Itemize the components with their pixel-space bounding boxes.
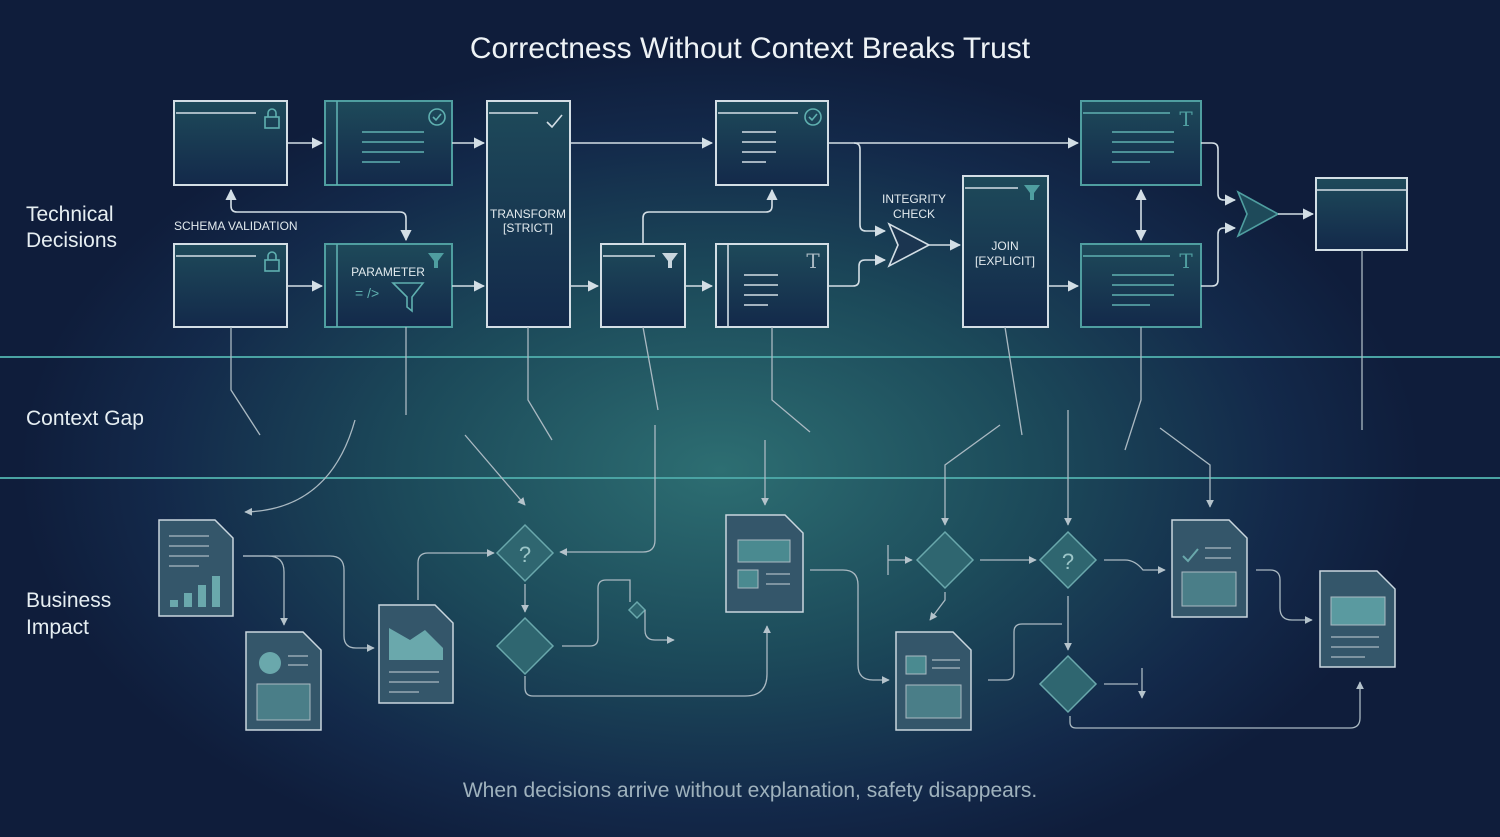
filter-icon [662,253,678,268]
node-text-k: T [1080,100,1202,186]
text-type-icon: T [1179,249,1193,273]
business-connectors [243,545,1364,729]
node-join: JOIN [EXPLICIT] [962,175,1049,328]
connectors [225,137,1363,556]
decision-diamond [915,530,975,590]
parameter-label: PARAMETER [351,265,425,279]
check-circle-icon [804,108,822,126]
report-bar-chart [158,519,234,617]
report-final [1319,570,1396,668]
lane-label-technical: Decisions [26,229,117,252]
node-locked-a [173,100,288,186]
filter-icon [1024,185,1040,200]
decision-diamond: ? [1038,530,1098,590]
decision-diamond [495,616,555,676]
node-output [1315,177,1408,251]
transform-label: [STRICT] [503,221,553,235]
text-type-icon: T [806,249,820,273]
report-layout [725,514,804,613]
report-area-chart [378,604,454,704]
lane-label-business: Impact [26,616,89,639]
schema-validation-label: SCHEMA VALIDATION [174,219,298,233]
check-icon [546,114,563,129]
check-circle-icon [428,108,446,126]
svg-text:?: ? [1062,549,1074,574]
decision-diamond: ? [495,523,555,583]
node-validated-d [715,100,829,186]
lane-label-gap: Context Gap [26,407,144,430]
svg-text:CHECK: CHECK [893,207,935,221]
node-text-h: T [715,243,829,328]
node-validated-b [324,100,453,186]
footer-caption: When decisions arrive without explanatio… [463,779,1037,802]
report-table [895,631,972,731]
funnel-icon [391,282,425,313]
report-checked [1171,519,1248,618]
filter-icon [428,253,444,268]
node-transform: TRANSFORM [STRICT] [486,100,571,328]
node-text-l: T [1080,243,1202,328]
decision-diamond [627,600,647,620]
svg-text:INTEGRITY: INTEGRITY [882,192,946,206]
diagram-title: Correctness Without Context Breaks Trust [470,32,1031,65]
lock-icon [264,251,280,272]
lane-label-business: Business [26,589,111,612]
transform-label: TRANSFORM [490,207,566,221]
text-type-icon: T [1179,107,1193,131]
node-parameter: PARAMETER = /> [324,243,453,328]
node-locked-e [173,243,288,328]
lane-label-technical: Technical [26,203,114,226]
gate-icon [887,222,931,268]
merge-gate-icon [1236,190,1280,238]
check-icon [1182,548,1199,563]
node-filter-g [600,243,686,328]
report-pie-chart [245,631,322,731]
svg-text:?: ? [519,542,531,567]
decision-diamond [1038,654,1098,714]
code-label: = /> [355,285,379,301]
integrity-check: INTEGRITY CHECK [882,192,946,268]
svg-text:[EXPLICIT]: [EXPLICIT] [975,254,1035,268]
lock-icon [264,108,280,129]
svg-text:JOIN: JOIN [991,239,1018,253]
